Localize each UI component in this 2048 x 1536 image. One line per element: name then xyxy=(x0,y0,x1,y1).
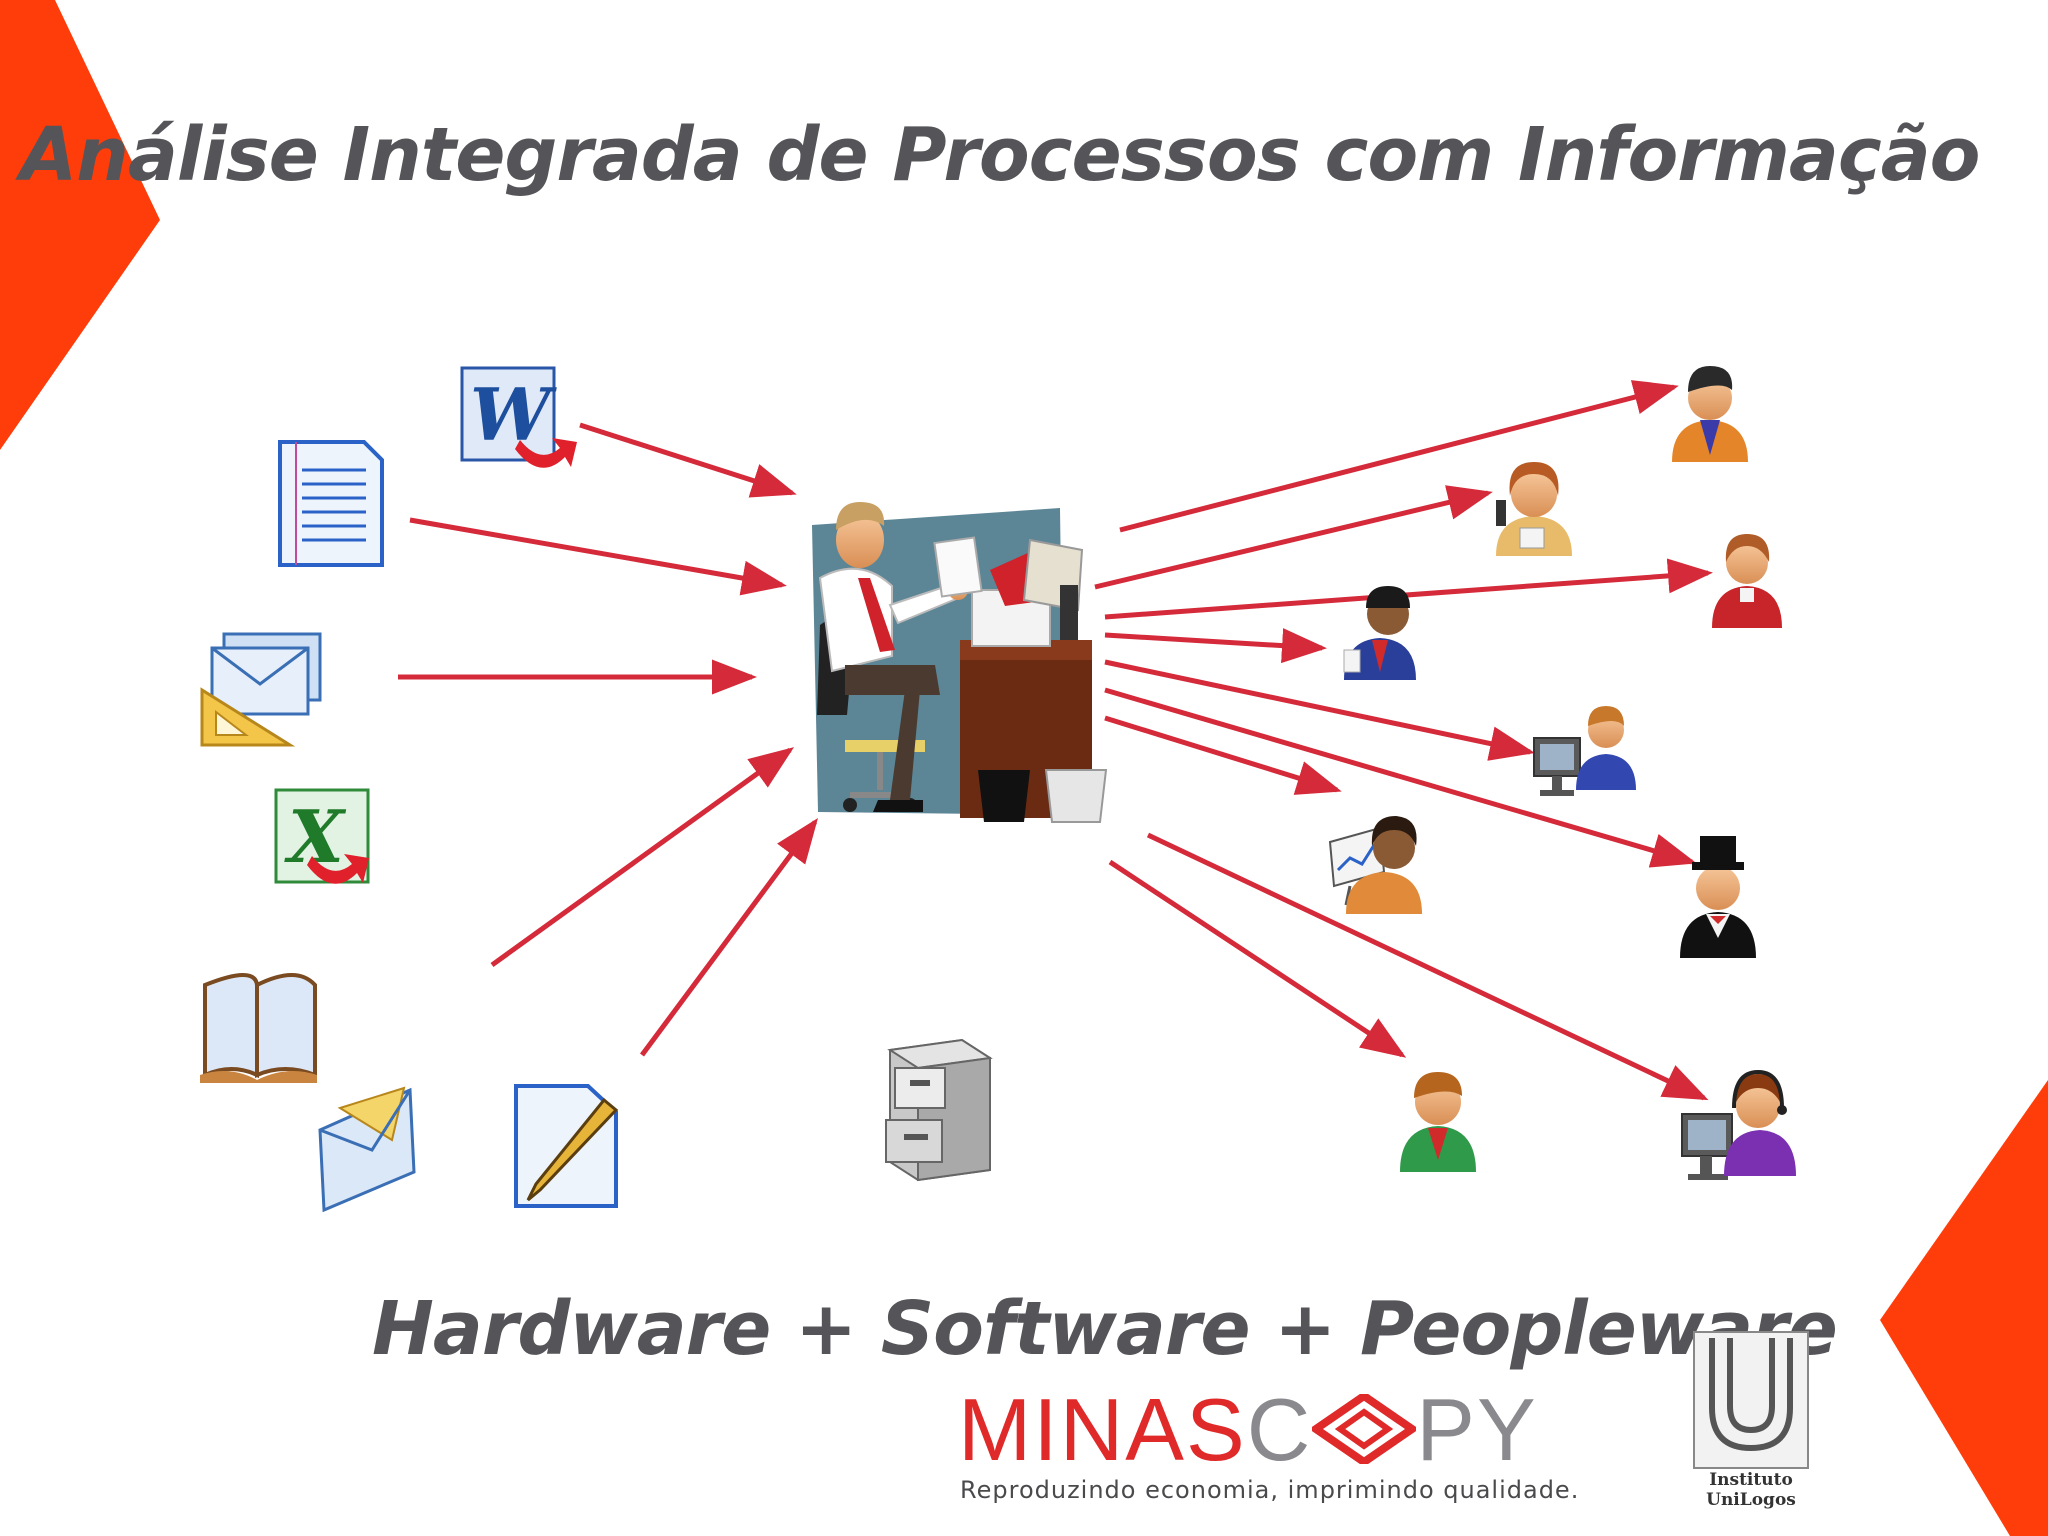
edit-document-icon xyxy=(514,1084,619,1208)
diamond-logo-icon xyxy=(1312,1394,1417,1464)
arrow-to-man-blue xyxy=(1104,628,1327,664)
envelope-icon xyxy=(318,1086,416,1213)
woman-with-phone-icon xyxy=(1496,462,1572,556)
unilogos-line1: Instituto xyxy=(1709,1470,1793,1490)
unilogos-line2: UniLogos xyxy=(1706,1490,1796,1510)
wordmark-py: PY xyxy=(1416,1380,1538,1479)
file-cabinet-icon xyxy=(885,1038,993,1182)
arrow-to-top-hat xyxy=(1104,687,1697,868)
incoming-arrows xyxy=(398,422,818,1057)
man-green-icon xyxy=(1400,1072,1476,1172)
man-blue-suit-icon xyxy=(1343,586,1416,680)
arrow-to-person-computer xyxy=(1104,659,1535,761)
corner-accent-top-left xyxy=(0,0,160,450)
outgoing-arrows xyxy=(1094,380,1713,1101)
wordmark-c: C xyxy=(1246,1380,1313,1479)
arrow-to-man-green xyxy=(1108,859,1407,1058)
arrow-to-call-center xyxy=(1146,832,1709,1101)
wordmark-minas: MINAS xyxy=(958,1380,1247,1479)
unilogos-emblem-icon xyxy=(1693,1331,1809,1469)
email-stack-icon xyxy=(200,632,322,747)
person-at-computer-icon xyxy=(1533,706,1636,796)
arrow-from-edit-document xyxy=(639,817,818,1057)
office-worker-at-desk xyxy=(812,502,1108,823)
excel-document-icon: X xyxy=(274,788,370,884)
arrow-to-woman-phone xyxy=(1094,485,1493,590)
slide-subtitle: Hardware + Software + Peopleware xyxy=(372,1286,1838,1372)
arrow-from-book xyxy=(490,747,795,968)
arrow-to-businessman xyxy=(1119,380,1679,533)
open-book-icon xyxy=(200,973,317,1083)
presenter-with-chart-icon xyxy=(1328,816,1422,914)
arrow-to-presenter xyxy=(1104,715,1342,795)
businessman-orange-icon xyxy=(1672,366,1748,462)
call-center-agent-icon xyxy=(1681,1069,1796,1180)
man-top-hat-icon xyxy=(1680,836,1756,958)
arrow-from-document xyxy=(409,517,787,596)
woman-red-icon xyxy=(1712,534,1782,628)
corner-accent-bottom-right xyxy=(1880,1080,2048,1536)
arrow-from-word xyxy=(579,422,797,498)
minascopy-tagline: Reproduzindo economia, imprimindo qualid… xyxy=(960,1476,1580,1504)
svg-text:W: W xyxy=(470,372,557,457)
text-document-icon xyxy=(278,440,384,567)
slide-title: Análise Integrada de Processos com Infor… xyxy=(20,112,1980,198)
word-document-icon: W xyxy=(460,366,577,468)
